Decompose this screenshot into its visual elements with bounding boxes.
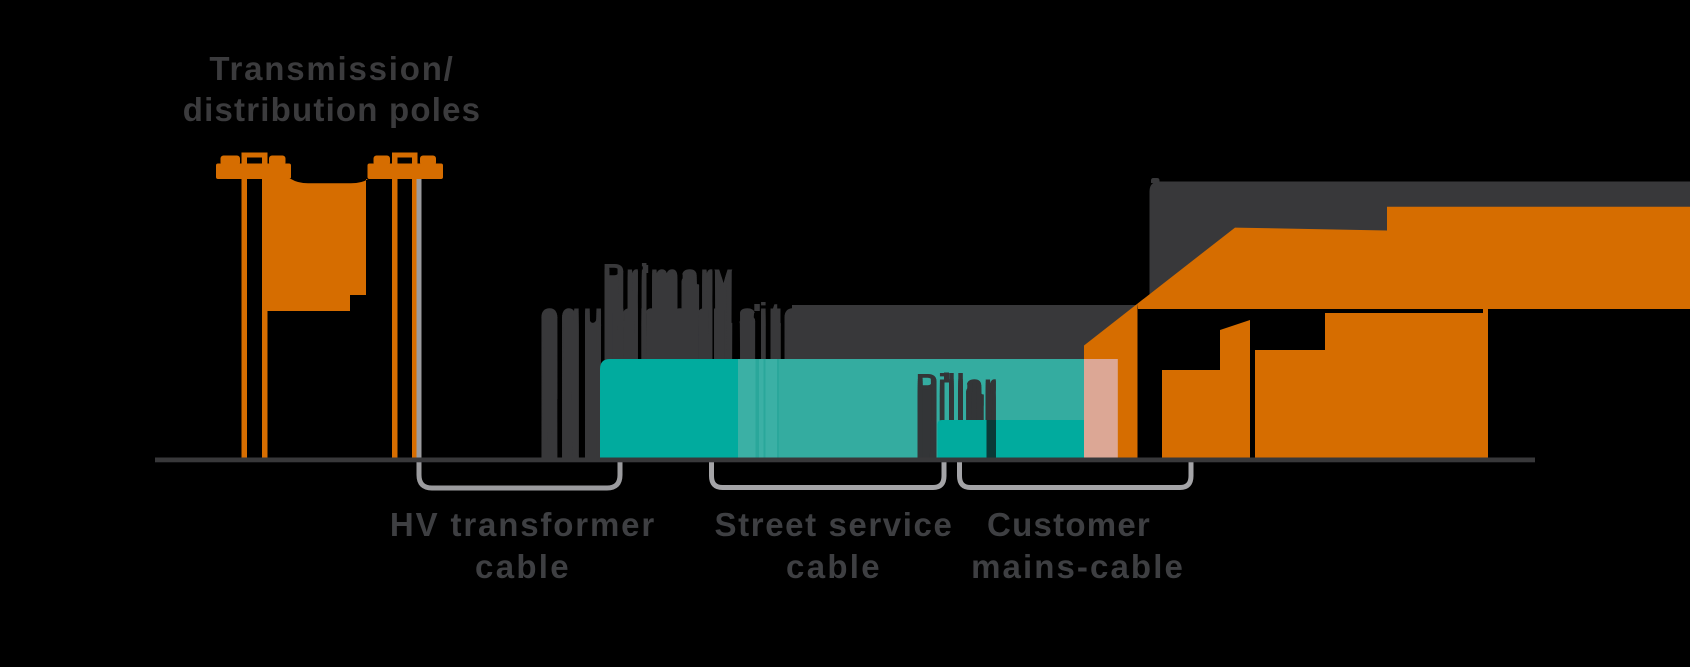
svg-text:cable: cable (786, 548, 882, 585)
svg-text:HV transformer: HV transformer (390, 506, 656, 543)
svg-text:cable: cable (475, 548, 571, 585)
svg-text:mains-cable: mains-cable (971, 548, 1185, 585)
svg-text:Transmission/: Transmission/ (209, 50, 454, 87)
svg-text:distribution poles: distribution poles (183, 91, 481, 128)
svg-text:Street service: Street service (715, 506, 954, 543)
svg-text:Customer: Customer (987, 506, 1151, 543)
